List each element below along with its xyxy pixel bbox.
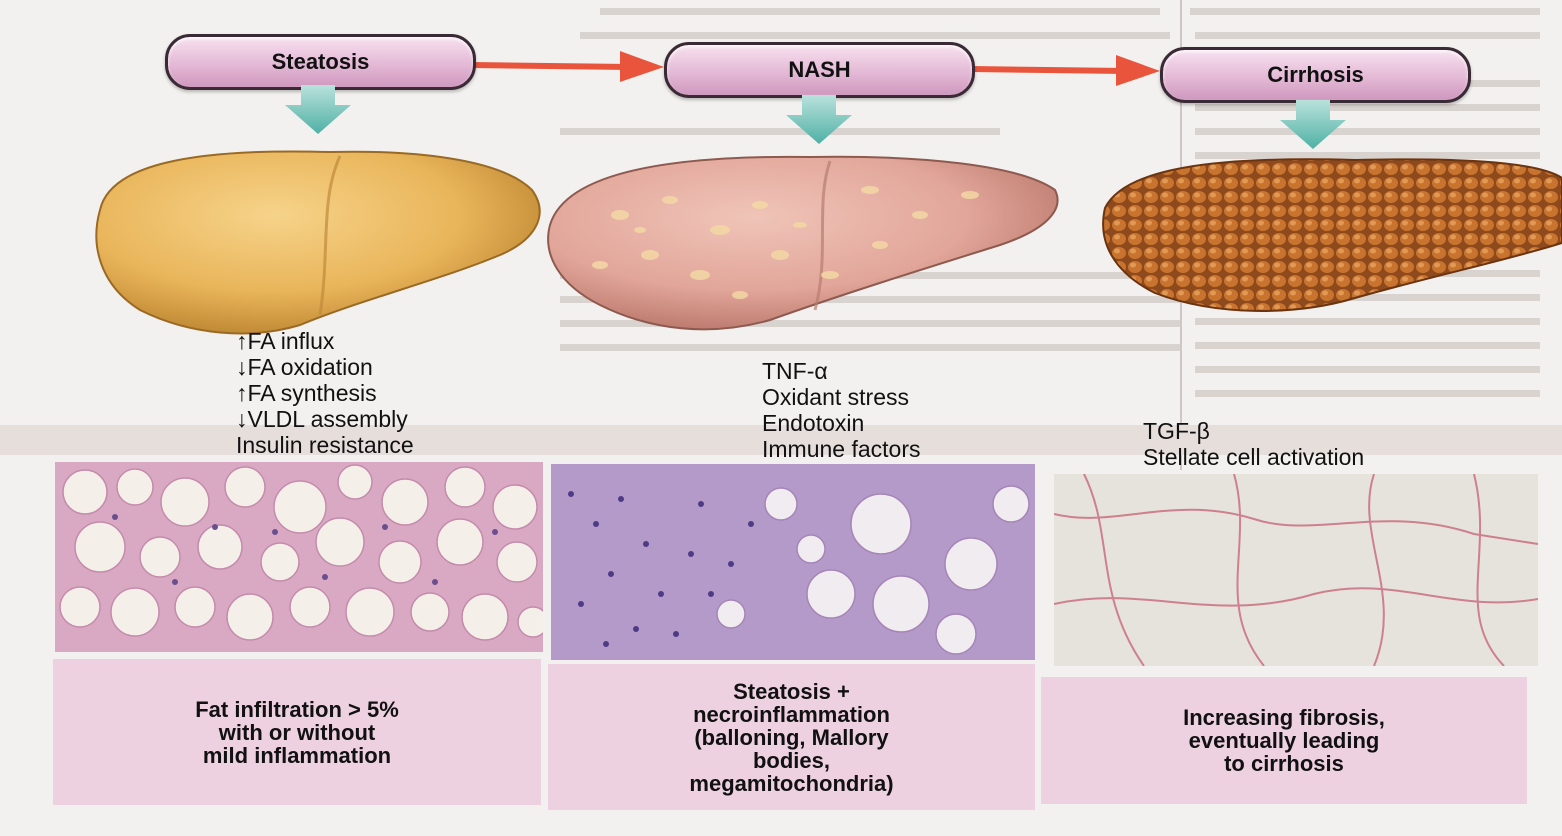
down-arrow-icon: [784, 95, 854, 145]
cirrhosis-histology-micrograph: [1054, 474, 1538, 666]
cirrhosis-caption: Increasing fibrosis, eventually leading …: [1041, 677, 1527, 804]
nash-factors: TNF-α Oxidant stress Endotoxin Immune fa…: [762, 358, 921, 462]
factor-item: Insulin resistance: [236, 432, 414, 458]
cirrhosis-factors: TGF-β Stellate cell activation: [1143, 418, 1364, 470]
factor-item: Oxidant stress: [762, 384, 921, 410]
nash-histology-micrograph: [551, 464, 1035, 660]
cirrhotic-liver-illustration: [1095, 148, 1562, 318]
factor-item: ↑FA influx: [236, 328, 414, 354]
factor-item: Endotoxin: [762, 410, 921, 436]
factor-item: TNF-α: [762, 358, 921, 384]
flow-arrow-steatosis-to-nash: [470, 48, 666, 84]
down-arrow-icon: [1278, 100, 1348, 150]
flow-arrow-nash-to-cirrhosis: [969, 52, 1162, 88]
steatosis-histology-micrograph: [55, 462, 543, 652]
stage-cirrhosis-label: Cirrhosis: [1160, 47, 1471, 103]
nash-liver-illustration: [540, 145, 1065, 335]
factor-item: ↓FA oxidation: [236, 354, 414, 380]
fatty-liver-illustration: [80, 140, 550, 340]
factor-item: Stellate cell activation: [1143, 444, 1364, 470]
stage-nash-label: NASH: [664, 42, 975, 98]
stage-steatosis-label: Steatosis: [165, 34, 476, 90]
factor-item: ↓VLDL assembly: [236, 406, 414, 432]
factor-item: TGF-β: [1143, 418, 1364, 444]
factor-item: Immune factors: [762, 436, 921, 462]
factor-item: ↑FA synthesis: [236, 380, 414, 406]
down-arrow-icon: [283, 85, 353, 135]
steatosis-factors: ↑FA influx ↓FA oxidation ↑FA synthesis ↓…: [236, 328, 414, 458]
steatosis-caption: Fat infiltration > 5% with or without mi…: [53, 659, 541, 805]
nash-caption: Steatosis + necroinflammation (balloning…: [548, 664, 1035, 810]
